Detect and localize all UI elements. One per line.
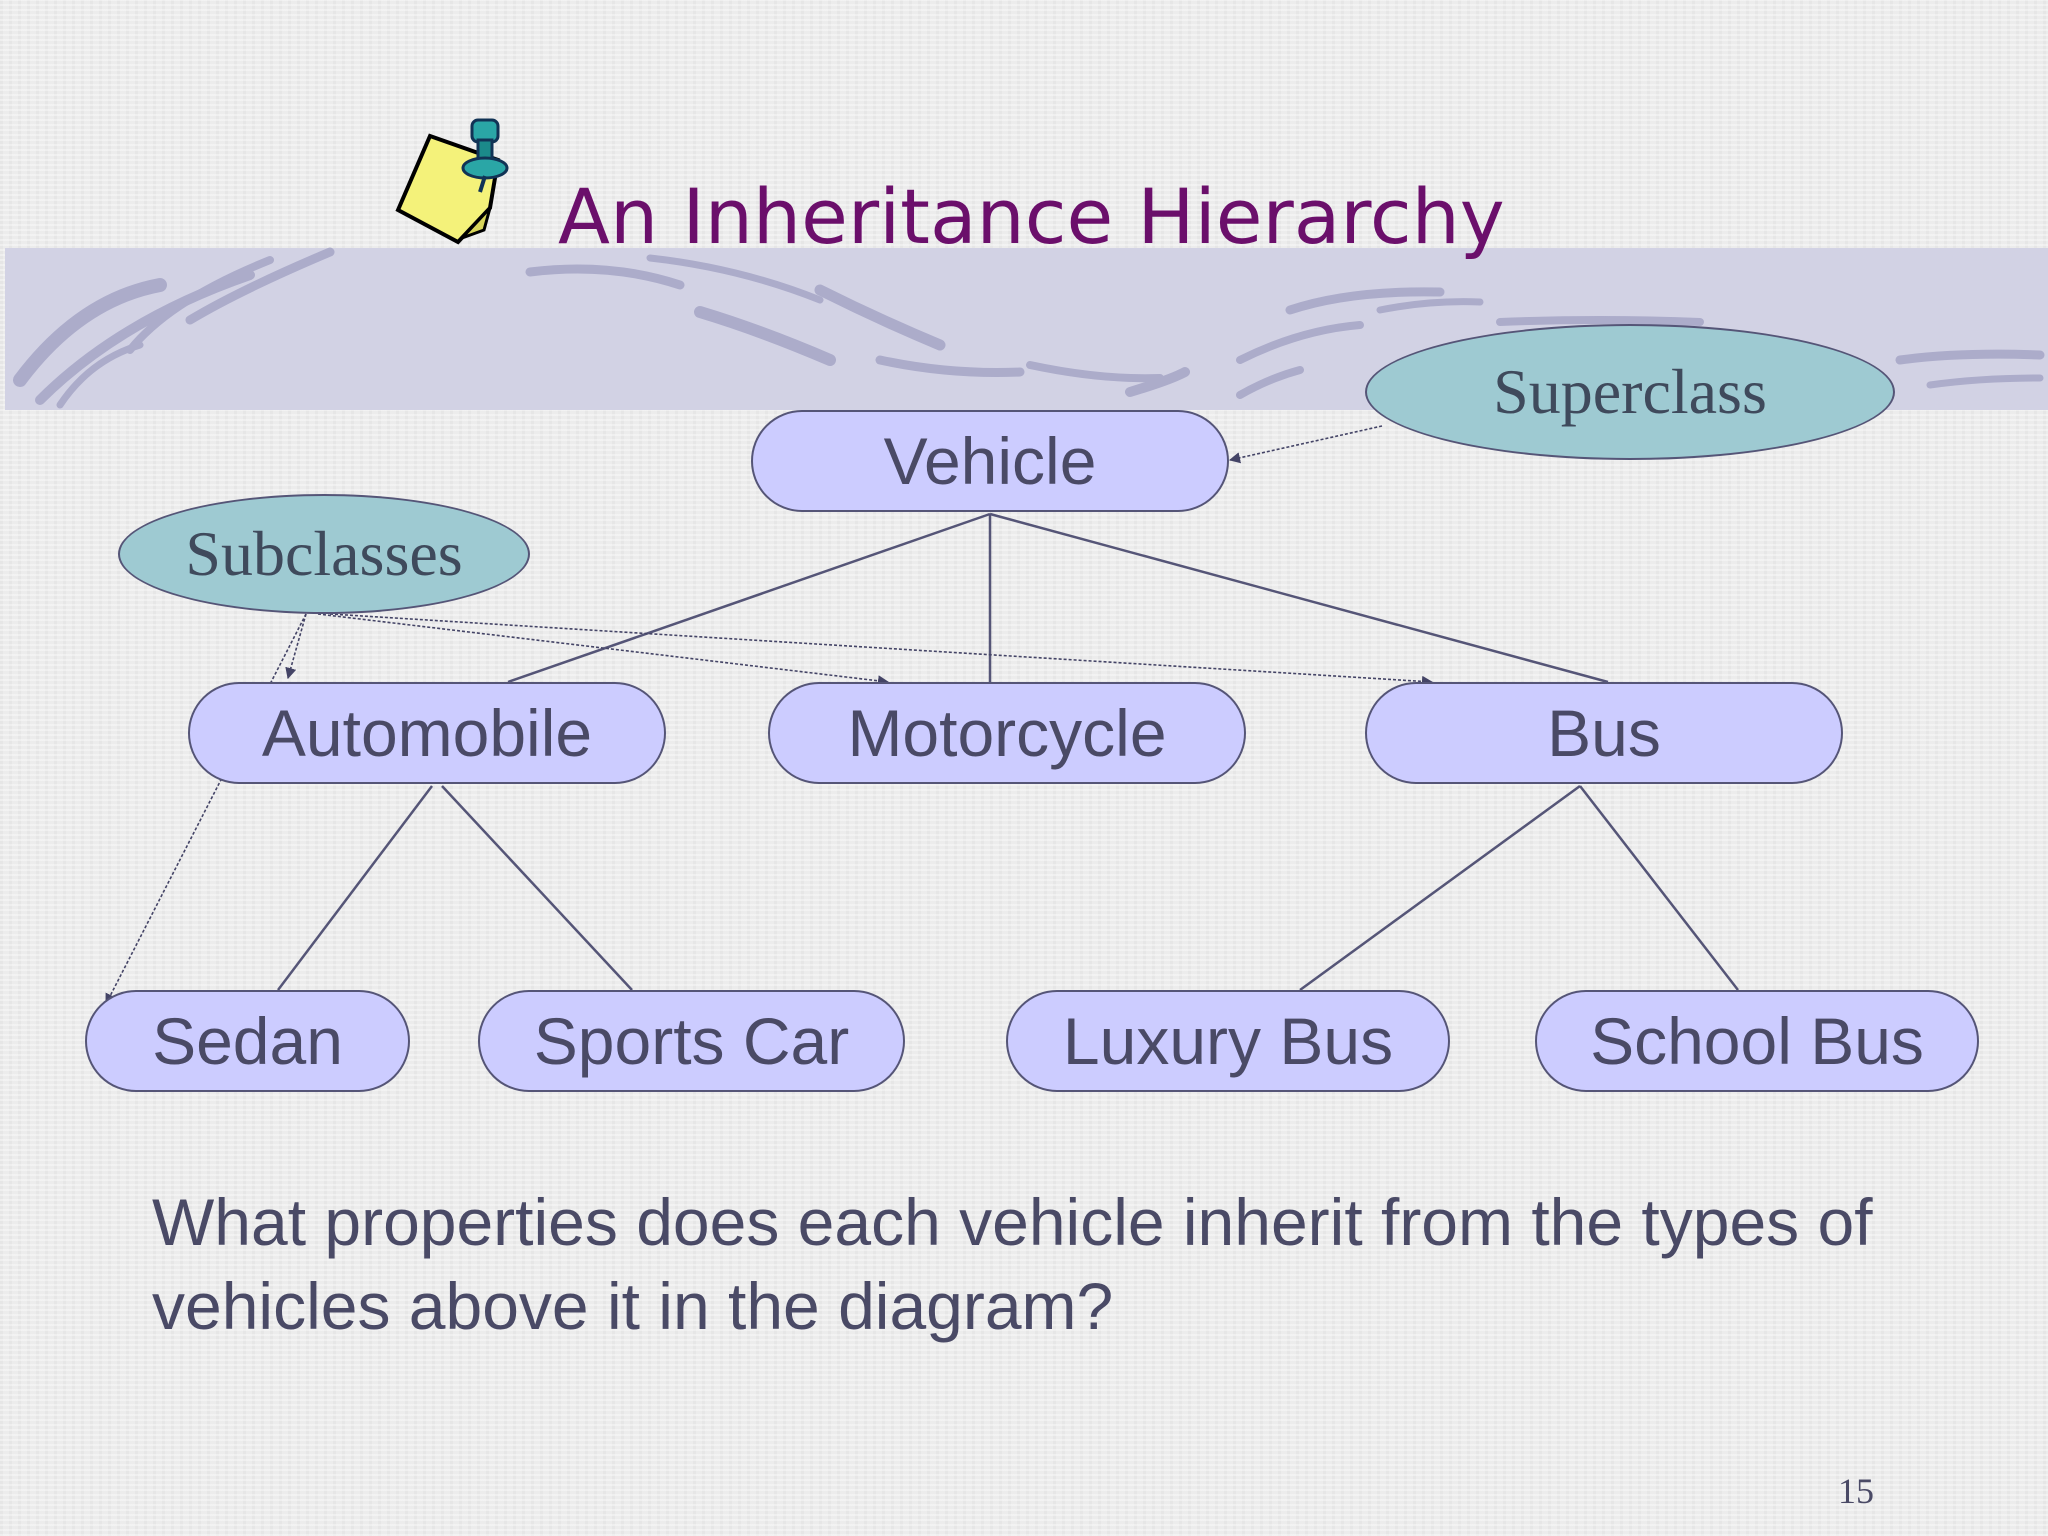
subclass-pointer-automobile bbox=[285, 613, 307, 680]
node-automobile: Automobile bbox=[188, 682, 666, 784]
edge-bus-luxurybus bbox=[1299, 784, 1581, 992]
node-sports-car: Sports Car bbox=[478, 990, 905, 1092]
callout-subclasses: Subclasses bbox=[118, 494, 530, 614]
node-vehicle: Vehicle bbox=[751, 410, 1229, 512]
node-luxury-bus: Luxury Bus bbox=[1006, 990, 1450, 1092]
edge-automobile-sedan bbox=[277, 785, 433, 991]
node-bus: Bus bbox=[1365, 682, 1843, 784]
edge-vehicle-bus bbox=[989, 512, 1609, 684]
pushpin-note-icon bbox=[395, 118, 509, 245]
edge-automobile-sportscar bbox=[441, 785, 633, 991]
page-number: 15 bbox=[1838, 1471, 1874, 1511]
node-sedan: Sedan bbox=[85, 990, 410, 1092]
node-motorcycle: Motorcycle bbox=[768, 682, 1246, 784]
superclass-pointer bbox=[1228, 425, 1383, 464]
subclass-pointer-motorcycle bbox=[317, 613, 890, 687]
subclass-pointer-bus bbox=[329, 613, 1434, 687]
slide-title: An Inheritance Hierarchy bbox=[558, 172, 1505, 261]
subclass-pointer-sedan bbox=[105, 613, 307, 1005]
edge-vehicle-automobile bbox=[507, 512, 991, 684]
edge-bus-schoolbus bbox=[1579, 785, 1739, 991]
node-school-bus: School Bus bbox=[1535, 990, 1979, 1092]
callout-superclass: Superclass bbox=[1365, 324, 1895, 460]
discussion-question: What properties does each vehicle inheri… bbox=[152, 1185, 1873, 1343]
